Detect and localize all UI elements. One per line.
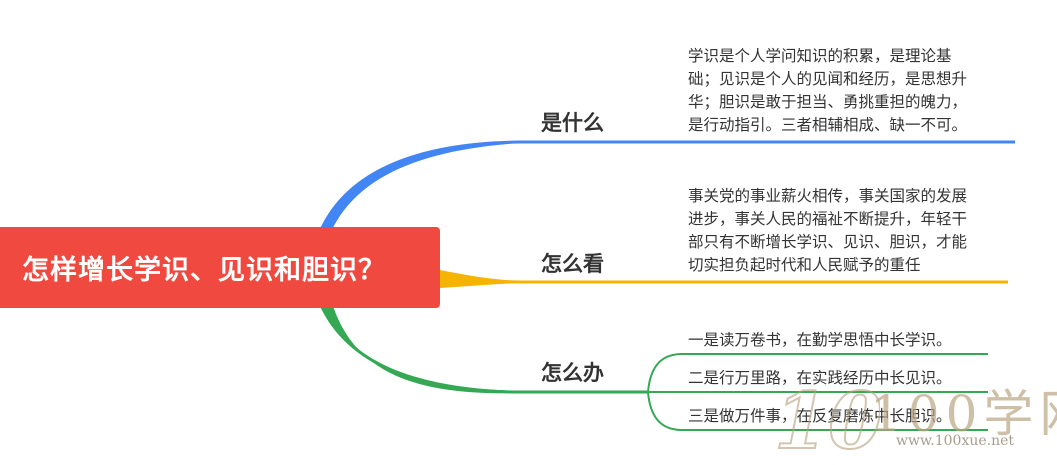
branch-label-do[interactable]: 怎么办 [541, 361, 604, 385]
description-line: 学识是个人学问知识的积累，是理论基 [688, 47, 952, 65]
description-line: 华；胆识是敢于担当、勇挑重担的魄力， [688, 93, 968, 111]
watermark-brand: 100学网 [870, 385, 1057, 443]
description-line: 切实担负起时代和人民赋予的重任 [688, 256, 921, 274]
watermark-url: www.100xue.net [896, 433, 1015, 449]
description-line: 是行动指引。三者相辅相成、缺一不可。 [688, 116, 968, 134]
branch-label-what[interactable]: 是什么 [541, 111, 604, 135]
root-topic-title: 怎样增长学识、见识和胆识？ [22, 255, 386, 286]
leaf-node-read-books[interactable]: 一是读万卷书，在勤学思悟中长学识。 [688, 331, 952, 349]
description-line: 础；见识是个人的见闻和经历，是思想升 [688, 70, 968, 88]
leaf-node-travel[interactable]: 二是行万里路，在实践经历中长见识。 [688, 369, 952, 387]
svg-text:100: 100 [774, 376, 880, 465]
connector-view-taper [440, 270, 520, 288]
description-line: 进步，事关人民的福祉不断提升，年轻干 [688, 210, 968, 228]
description-line: 部只有不断增长学识、见识、胆识，才能 [688, 233, 968, 251]
leaf-node-do-things[interactable]: 三是做万件事，在反复磨炼中长胆识。 [688, 407, 952, 425]
description-line: 事关党的事业薪火相传，事关国家的发展 [688, 187, 968, 205]
branch-label-view[interactable]: 怎么看 [541, 252, 604, 276]
branch-what-description[interactable]: 学识是个人学问知识的积累，是理论基 础；见识是个人的见闻和经历，是思想升 华；胆… [688, 45, 967, 137]
connector-do-taper [322, 303, 520, 394]
watermark-100-glyph-icon: 100 [773, 375, 880, 465]
connector-leaf-3 [647, 391, 988, 431]
connector-what-taper [322, 141, 520, 234]
watermark-logo: 100 100学网 www.100xue.net [770, 360, 1057, 465]
root-topic-node[interactable]: 怎样增长学识、见识和胆识？ [0, 227, 440, 308]
branch-view-description[interactable]: 事关党的事业薪火相传，事关国家的发展 进步，事关人民的福祉不断提升，年轻干 部只… [688, 185, 967, 277]
connector-leaf-1 [647, 353, 988, 393]
